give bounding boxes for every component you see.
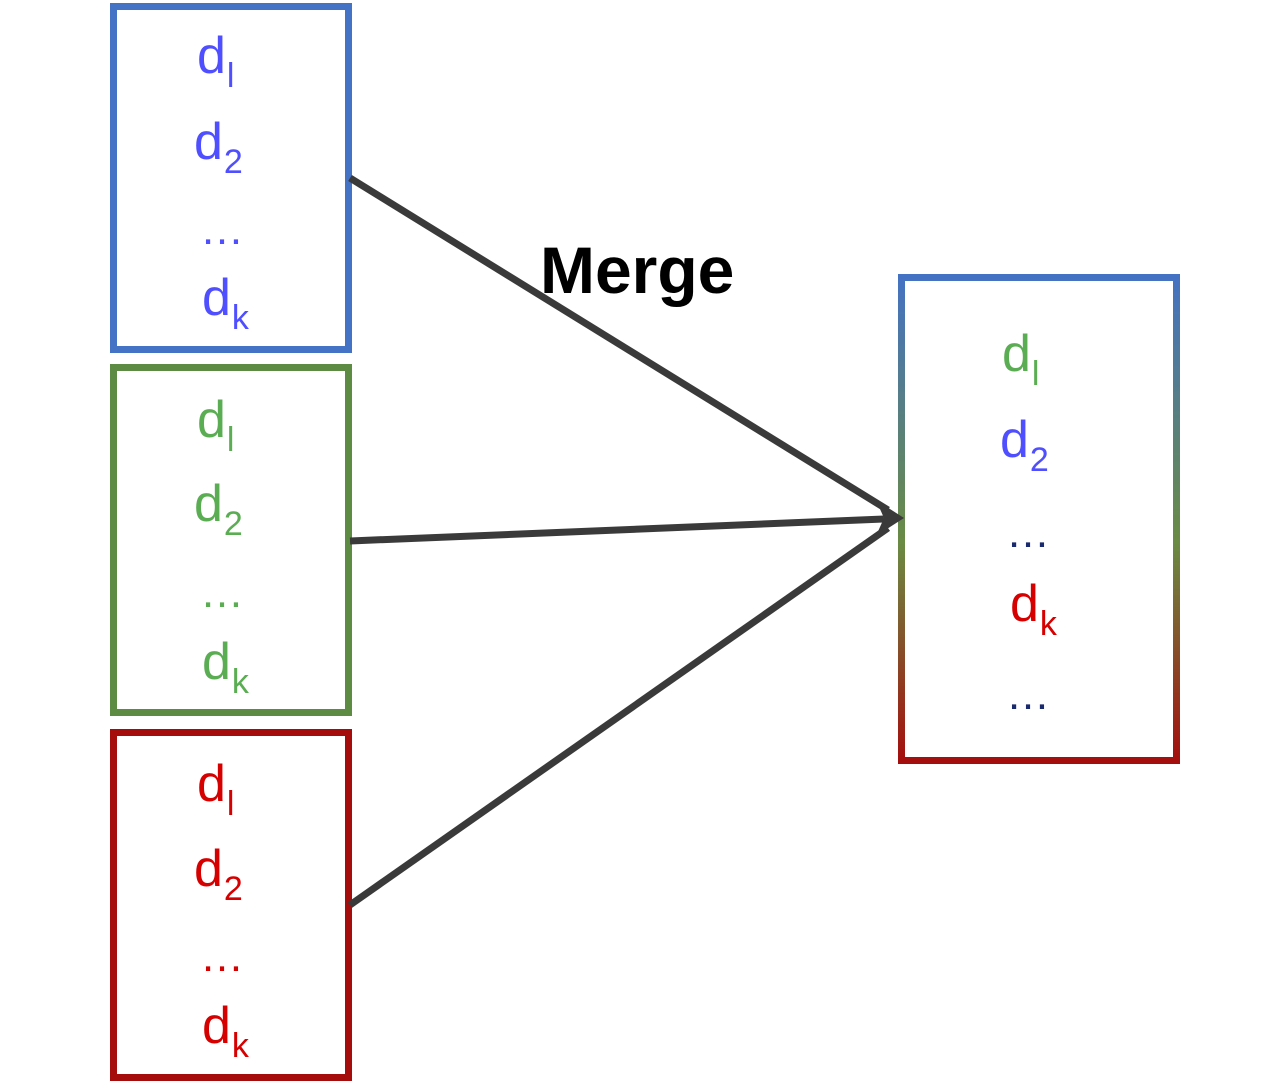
merged-item-ellipsis-1: … [1006,508,1054,557]
red-item-dk: dk [202,997,249,1065]
merged-item-dk: dk [1010,575,1057,643]
red-item-d2: d2 [194,840,243,908]
red-list-box [110,729,352,1081]
arrow-from-red [347,525,891,908]
green-item-ellipsis: … [200,568,248,617]
red-item-ellipsis: … [200,932,248,981]
green-item-dk: dk [202,633,249,701]
blue-list-box [110,3,352,353]
green-item-d1: dl [197,391,235,459]
merge-label: Merge [540,233,735,307]
green-item-d2: d2 [194,475,243,543]
green-list-box [110,364,352,716]
blue-item-dk: dk [202,269,249,337]
blue-item-ellipsis: … [200,205,248,254]
arrow-from-green [349,515,885,545]
merged-item-d2: d2 [1000,411,1049,479]
merged-list-box [898,274,1180,764]
red-item-d1: dl [197,755,235,823]
merged-item-ellipsis-2: … [1006,670,1054,719]
merged-item-d1: dl [1002,325,1040,393]
arrow-from-blue [348,175,890,513]
arrowhead [876,500,904,536]
blue-item-d2: d2 [194,113,243,181]
blue-item-d1: dl [197,27,235,95]
